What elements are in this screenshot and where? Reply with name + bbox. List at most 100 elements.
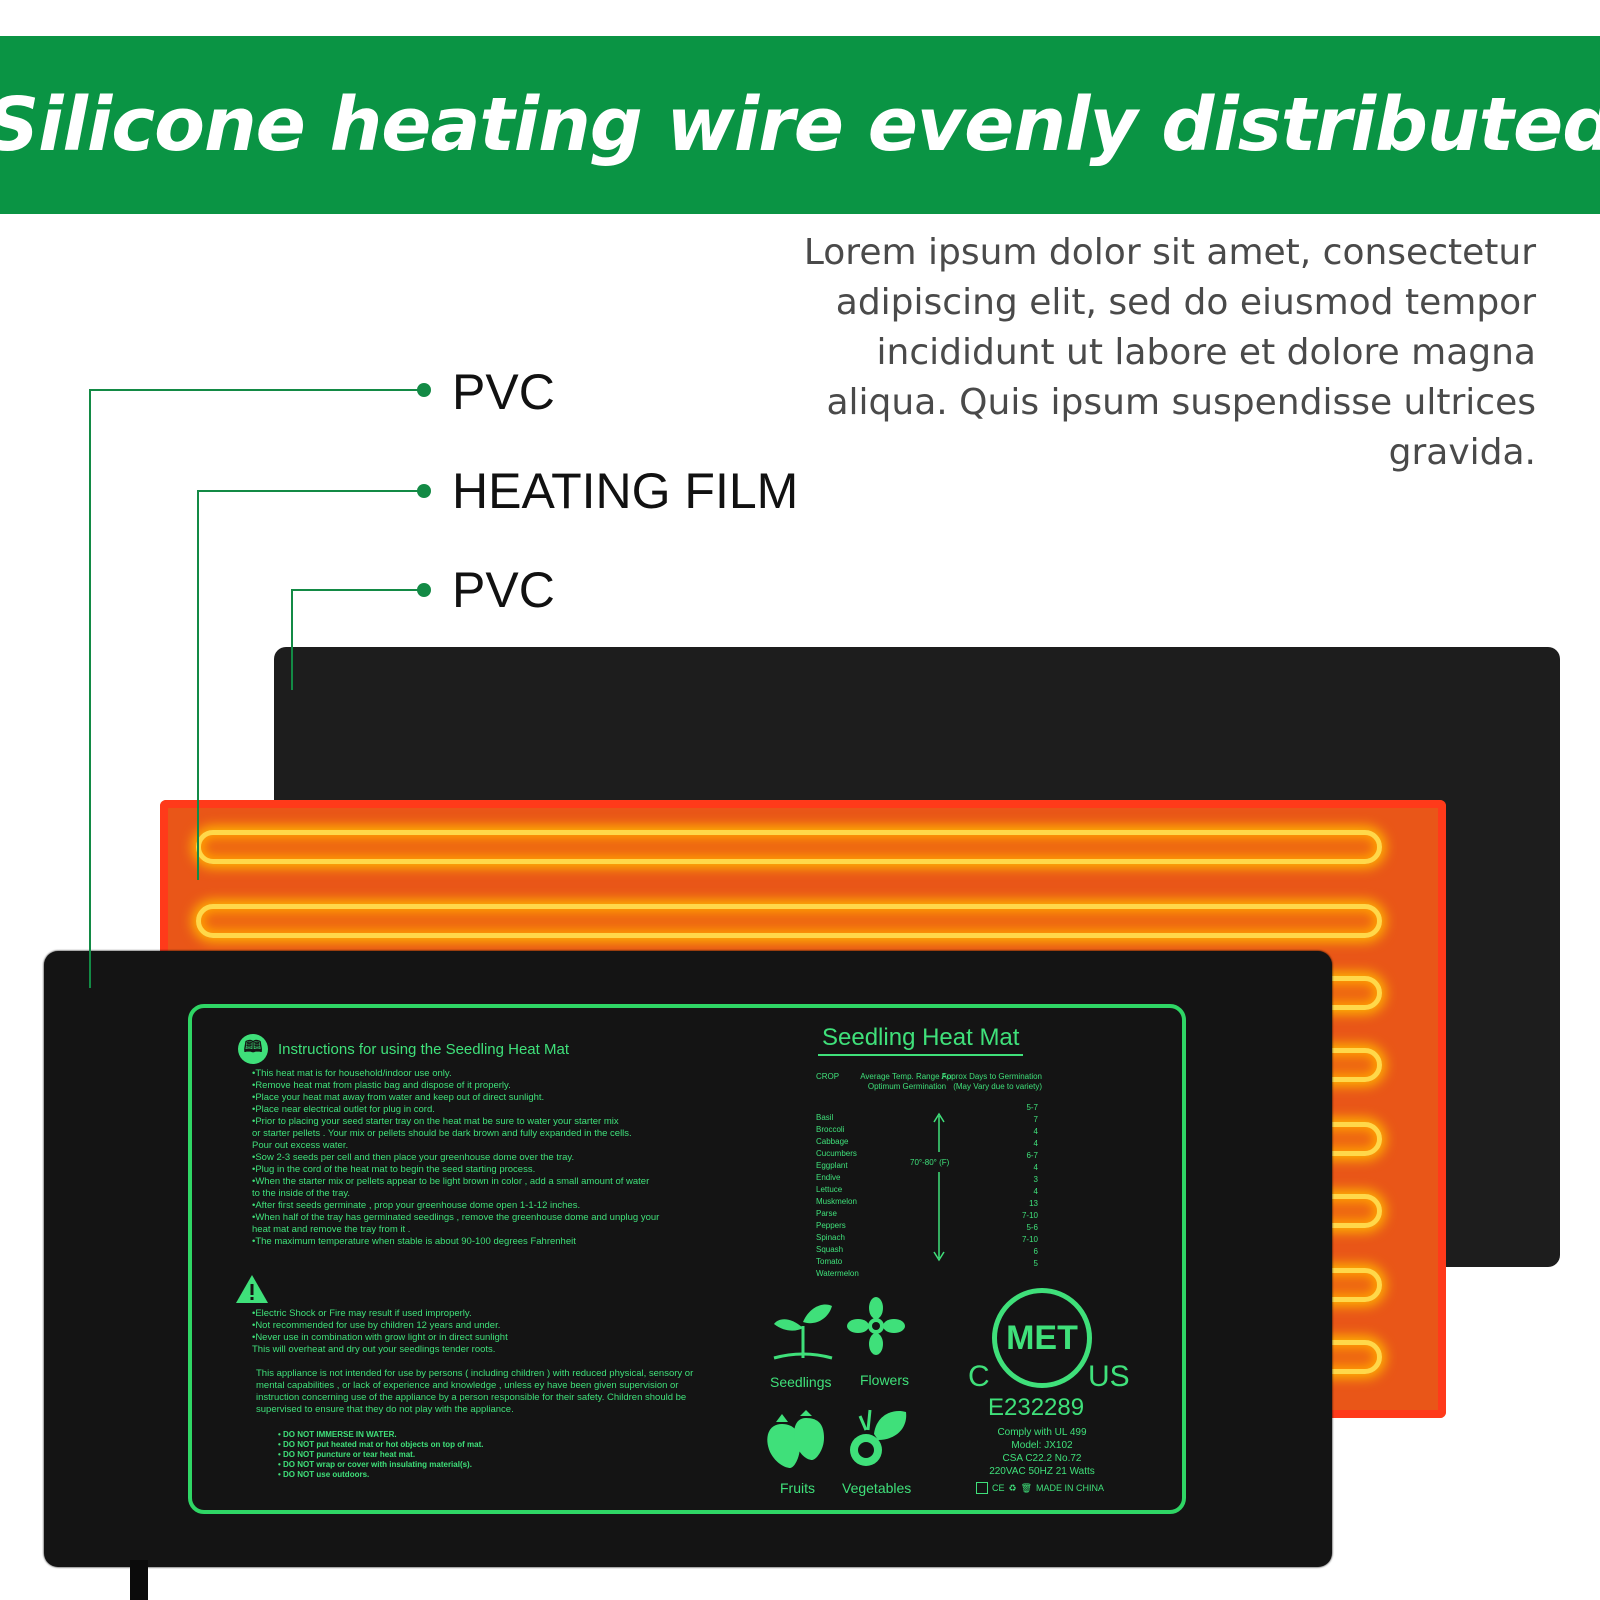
crop-item: Peppers — [816, 1221, 846, 1230]
instruction-item: Pour out excess water. — [252, 1140, 349, 1151]
days-item: 4 — [1033, 1139, 1038, 1148]
days-item: 6 — [1033, 1247, 1038, 1256]
crop-item: Tomato — [816, 1257, 843, 1266]
banner-title: Silicone heating wire evenly distributed — [0, 82, 1600, 168]
warning-icon — [236, 1275, 268, 1303]
instruction-item: •After first seeds germinate , prop your… — [252, 1200, 581, 1211]
seedling-icon — [773, 1304, 833, 1360]
days-list: 5-7 7 4 4 6-7 4 3 4 13 7-10 5-6 7-10 6 5 — [1012, 1102, 1038, 1270]
recycle-icon: ♻ — [1008, 1482, 1017, 1493]
instruction-item: •Sow 2-3 seeds per cell and then place y… — [252, 1152, 575, 1163]
days-item: 13 — [1029, 1199, 1038, 1208]
days-item: 4 — [1033, 1187, 1038, 1196]
crop-item: Muskmelon — [816, 1197, 857, 1206]
instruction-item: •Place your heat mat away from water and… — [252, 1092, 545, 1103]
days-item: 7-10 — [1021, 1211, 1038, 1220]
days-item: 3 — [1033, 1175, 1038, 1184]
days-item: 7 — [1033, 1115, 1038, 1124]
spec-item: 220VAC 50HZ 21 Watts — [989, 1466, 1095, 1477]
seedlings-label: Seedlings — [770, 1374, 832, 1390]
crop-item: Cabbage — [816, 1137, 849, 1146]
crop-item: Spinach — [816, 1233, 845, 1242]
pvc-front-layer: 🕮 Instructions for using the Seedling He… — [44, 951, 1332, 1567]
met-c-mark: C — [968, 1360, 990, 1393]
product-title: Seedling Heat Mat — [818, 1024, 1024, 1056]
layer-label-pvc-top: PVC — [452, 364, 555, 420]
days-item: 6-7 — [1026, 1151, 1038, 1160]
layer-label-pvc-bottom: PVC — [452, 562, 555, 618]
callout-dot — [417, 484, 431, 498]
days-item: 5 — [1033, 1259, 1038, 1268]
callout-dot — [417, 583, 431, 597]
spec-item: CSA C22.2 No.72 — [1002, 1453, 1082, 1464]
instruction-item: •When the starter mix or pellets appear … — [252, 1176, 650, 1187]
layer-label-heating-film: HEATING FILM — [452, 463, 799, 519]
met-us-mark: US — [1088, 1360, 1130, 1393]
instruction-item: •Remove heat mat from plastic bag and di… — [252, 1080, 511, 1091]
weee-bin-icon: 🗑 — [1020, 1482, 1033, 1493]
do-not-list: • DO NOT IMMERSE IN WATER. • DO NOT put … — [278, 1430, 578, 1480]
instruction-item: •The maximum temperature when stable is … — [252, 1236, 576, 1247]
spec-item: Comply with UL 499 — [997, 1427, 1087, 1438]
warning-item: •Never use in combination with grow ligh… — [252, 1332, 508, 1343]
instruction-item: •This heat mat is for household/indoor u… — [252, 1068, 452, 1079]
warning-item: •Electric Shock or Fire may result if us… — [252, 1308, 472, 1319]
instructions-title: Instructions for using the Seedling Heat… — [278, 1040, 569, 1058]
title-banner: Silicone heating wire evenly distributed — [0, 36, 1600, 214]
double-insulation-icon — [976, 1482, 988, 1494]
heating-wire — [196, 904, 1382, 938]
warning-item: •Not recommended for use by children 12 … — [252, 1320, 501, 1331]
spec-list: Comply with UL 499 Model: JX102 CSA C22.… — [962, 1426, 1122, 1478]
power-cable — [130, 1560, 148, 1600]
certification-number: E232289 — [988, 1394, 1085, 1421]
instruction-item: •When half of the tray has germinated se… — [252, 1212, 660, 1223]
instructions-heading: 🕮 Instructions for using the Seedling He… — [238, 1034, 569, 1064]
instruction-item: to the inside of the tray. — [252, 1188, 351, 1199]
crop-item: Eggplant — [816, 1161, 848, 1170]
do-not-item: • DO NOT puncture or tear heat mat. — [278, 1450, 416, 1459]
temp-range-arrow — [933, 1112, 945, 1262]
heating-wire — [196, 830, 1382, 864]
instructions-list: •This heat mat is for household/indoor u… — [252, 1068, 712, 1248]
flowers-label: Flowers — [860, 1372, 910, 1388]
crop-item: Endive — [816, 1173, 841, 1182]
temp-range: 70°-80° (F) — [910, 1158, 950, 1167]
crop-item: Basil — [816, 1113, 834, 1122]
met-logo: MET — [992, 1288, 1092, 1388]
do-not-item: • DO NOT wrap or cover with insulating m… — [278, 1460, 472, 1469]
instruction-item: •Prior to placing your seed starter tray… — [252, 1116, 619, 1127]
days-item: 5-7 — [1026, 1103, 1038, 1112]
vegetables-label: Vegetables — [842, 1480, 912, 1496]
crop-item: Squash — [816, 1245, 844, 1254]
days-item: 7-10 — [1021, 1235, 1038, 1244]
instruction-item: •Place near electrical outlet for plug i… — [252, 1104, 435, 1115]
do-not-item: • DO NOT put heated mat or hot objects o… — [278, 1440, 484, 1449]
fruits-label: Fruits — [780, 1480, 815, 1496]
crop-item: Broccoli — [816, 1125, 845, 1134]
vegetables-icon — [850, 1409, 907, 1466]
do-not-item: • DO NOT IMMERSE IN WATER. — [278, 1430, 397, 1439]
crop-item: Cucumbers — [816, 1149, 857, 1158]
temp-header: Average Temp. Range For Optimum Germinat… — [860, 1072, 954, 1091]
days-item: 4 — [1033, 1163, 1038, 1172]
instruction-item: heat mat and remove the tray from it . — [252, 1224, 411, 1235]
spec-item: Model: JX102 — [1011, 1440, 1073, 1451]
description-text: Lorem ipsum dolor sit amet, consectetur … — [803, 232, 1536, 473]
days-header: Approx Days to Germination (May Vary due… — [941, 1072, 1043, 1091]
days-item: 4 — [1033, 1127, 1038, 1136]
warning-item: This will overheat and dry out your seed… — [252, 1344, 496, 1355]
callout-dot — [417, 383, 431, 397]
printed-instruction-panel: 🕮 Instructions for using the Seedling He… — [188, 1004, 1186, 1514]
compliance-marks: CE ♻ 🗑 MADE IN CHINA — [976, 1482, 1104, 1494]
warnings-list: •Electric Shock or Fire may result if us… — [252, 1308, 712, 1356]
made-in-label: MADE IN CHINA — [1036, 1483, 1105, 1493]
flower-icon — [847, 1297, 905, 1355]
crop-item: Watermelon — [816, 1269, 859, 1278]
days-item: 5-6 — [1026, 1223, 1038, 1232]
instruction-item: •Plug in the cord of the heat mat to beg… — [252, 1164, 536, 1175]
instruction-item: or starter pellets . Your mix or pellets… — [252, 1128, 632, 1139]
strawberry-icon — [767, 1410, 824, 1468]
do-not-item: • DO NOT use outdoors. — [278, 1470, 370, 1479]
crop-list: Basil Broccoli Cabbage Cucumbers Eggplan… — [816, 1112, 1044, 1280]
crop-item: Parse — [816, 1209, 837, 1218]
